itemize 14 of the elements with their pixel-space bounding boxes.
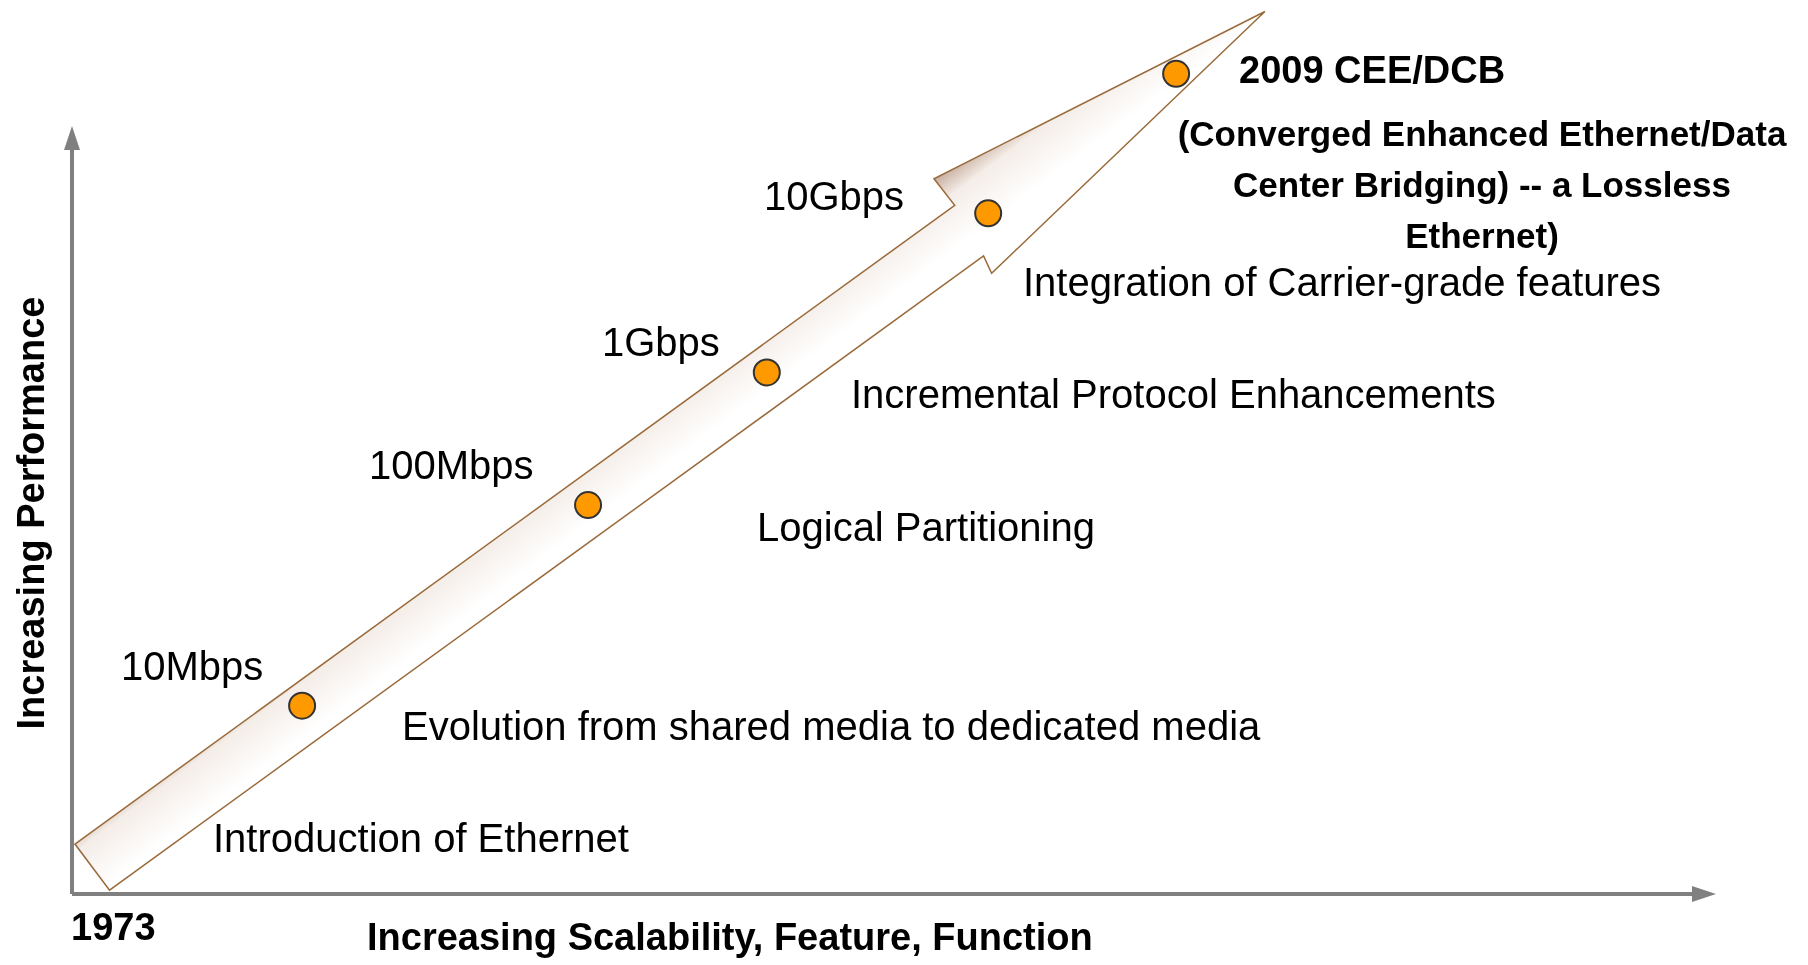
stage-label: Incremental Protocol Enhancements bbox=[851, 371, 1496, 417]
speed-label: 10Gbps bbox=[764, 173, 905, 219]
stage-label: Integration of Carrier-grade features bbox=[1023, 259, 1662, 305]
axis-origin-label: 1973 bbox=[71, 906, 156, 950]
speed-label: 100Mbps bbox=[369, 442, 534, 488]
milestone-description: (Converged Enhanced Ethernet/Data Center Bridging) -- a Lossless Ethernet) bbox=[1176, 113, 1788, 257]
milestone-label: 2009 CEE/DCB bbox=[1239, 49, 1506, 93]
stage-label: Evolution from shared media to dedicated media bbox=[402, 703, 1261, 749]
speed-label: 1Gbps bbox=[602, 319, 720, 365]
speed-label: 10Mbps bbox=[121, 643, 264, 689]
axis-title: Increasing Performance bbox=[10, 296, 54, 730]
axis-title: Increasing Scalability, Feature, Function bbox=[367, 916, 1093, 960]
stage-label: Logical Partitioning bbox=[757, 504, 1095, 550]
stage-label: Introduction of Ethernet bbox=[213, 815, 629, 861]
